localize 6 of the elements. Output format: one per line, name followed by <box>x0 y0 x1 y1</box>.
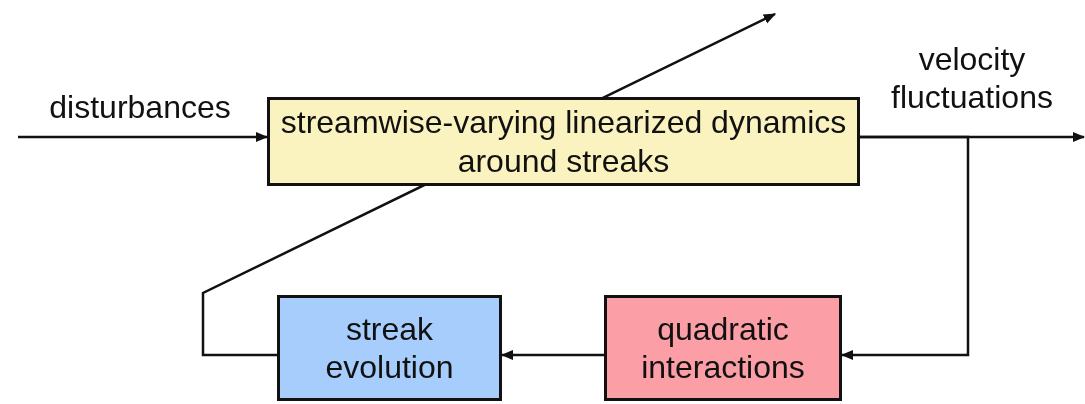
process-box: streak evolution <box>277 295 502 401</box>
process-box: quadratic interactions <box>604 295 842 401</box>
arrow <box>18 132 269 142</box>
process-box: streamwise-varying linearized dynamics around streaks <box>267 97 860 186</box>
arrow <box>840 135 970 360</box>
arrow <box>500 350 604 360</box>
